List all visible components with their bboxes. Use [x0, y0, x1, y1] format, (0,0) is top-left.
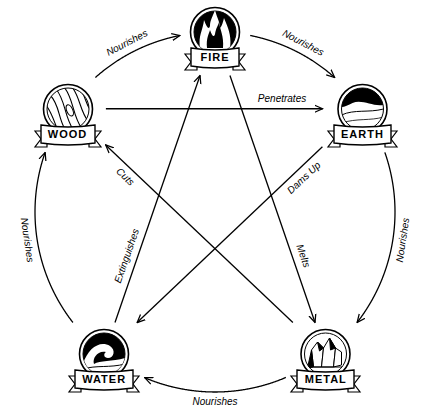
nourish-arc	[35, 152, 73, 322]
relation-label: Penetrates	[256, 93, 308, 105]
relation-label: Extinguishes	[112, 225, 143, 286]
element-node: EARTH	[326, 81, 399, 149]
element-node: WOOD	[33, 81, 103, 149]
control-line	[230, 75, 315, 322]
control-line	[106, 108, 323, 109]
element-name: EARTH	[326, 127, 399, 142]
element-name: WOOD	[33, 127, 103, 142]
relation-label: Melts	[292, 240, 312, 270]
relation-label: Nourishes	[190, 396, 239, 408]
relation-label: Nourishes	[278, 27, 327, 60]
relation-label: Dams Up	[283, 158, 324, 198]
control-line	[115, 75, 200, 322]
element-name: WATER	[67, 372, 141, 387]
relation-label: Nourishes	[393, 215, 412, 265]
relation-label: Nourishes	[103, 27, 152, 60]
relation-label: Cuts	[112, 165, 138, 191]
element-name: FIRE	[183, 50, 247, 65]
element-node: FIRE	[183, 4, 247, 72]
element-name: METAL	[289, 372, 362, 387]
element-node: METAL	[289, 326, 362, 394]
relation-label: Nourishes	[18, 215, 37, 265]
nourish-arc	[357, 152, 395, 322]
control-line	[106, 145, 293, 323]
nourish-arc	[145, 377, 286, 392]
element-node: WATER	[67, 326, 141, 394]
control-line	[137, 147, 322, 323]
